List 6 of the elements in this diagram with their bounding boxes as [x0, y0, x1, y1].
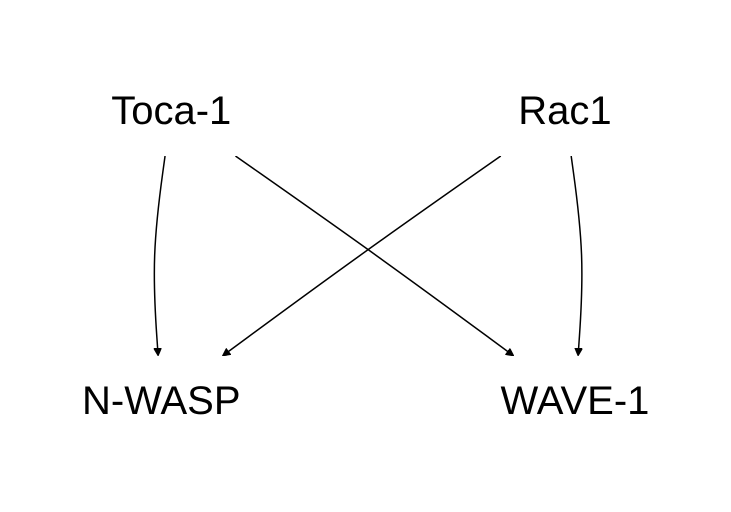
node-text: N-WASP [82, 379, 240, 423]
node-text: Rac1 [518, 89, 612, 133]
node-text: Toca-1 [111, 89, 232, 133]
arrow [153, 156, 166, 356]
arrow [570, 156, 583, 356]
node-text: WAVE-1 [500, 379, 650, 423]
